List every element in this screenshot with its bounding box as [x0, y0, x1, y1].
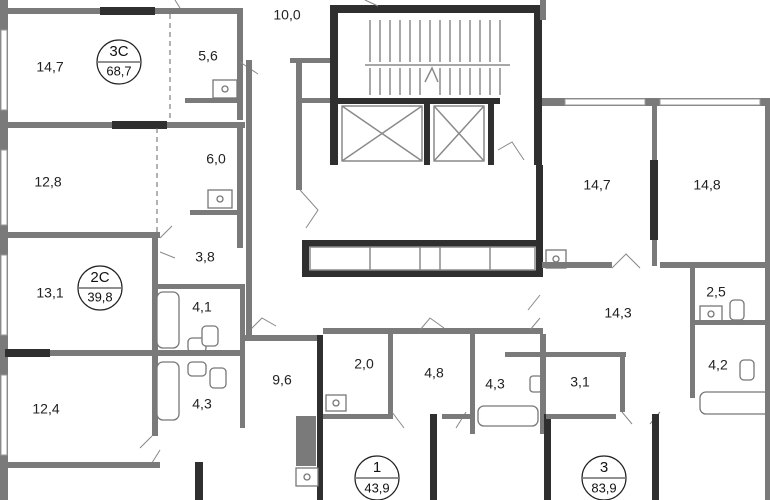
apartment-total-area: 83,9: [591, 480, 616, 495]
room-area-label: 9,6: [272, 372, 292, 388]
room-area-label: 4,3: [485, 376, 505, 392]
apartment-3c-walls: [0, 7, 259, 129]
room-area-label: 3,8: [195, 249, 215, 265]
room-labels: 14,7 5,6 10,0 6,0 12,8 3,8 13,1 4,1 4,3 …: [32, 7, 728, 417]
apartment-badge-1: 1 43,9: [354, 455, 400, 500]
apartment-type: 3: [600, 459, 608, 476]
room-area-label: 4,1: [192, 299, 212, 315]
left-facade: [0, 0, 8, 500]
apartment-type: 3С: [109, 43, 128, 60]
room-area-label: 14,8: [693, 177, 720, 193]
room-area-label: 12,4: [32, 401, 59, 417]
apartment-2c-walls: [0, 128, 245, 357]
room-area-label: 2,5: [706, 284, 726, 300]
apartment-type: 1: [373, 459, 381, 476]
apartment-total-area: 68,7: [106, 63, 131, 78]
apartment-badge-3c: 3С 68,7: [96, 39, 142, 85]
apartment-1-walls: [323, 317, 546, 500]
apartment-type: 2С: [90, 269, 109, 286]
room-area-label: 6,0: [206, 151, 226, 167]
core: [330, 5, 542, 165]
room-area-label: 4,2: [708, 357, 728, 373]
lower-left-walls: [0, 356, 245, 500]
room-area-label: 4,3: [192, 396, 212, 412]
apartment-badge-3: 3 83,9: [581, 455, 627, 500]
room-area-label: 3,1: [570, 374, 590, 390]
room-area-label: 5,6: [198, 48, 218, 64]
room-area-label: 14,3: [604, 305, 631, 321]
apartment-total-area: 39,8: [87, 289, 112, 304]
room-area-label: 12,8: [34, 174, 61, 190]
room-area-label: 10,0: [273, 7, 300, 23]
core-lower: [302, 165, 567, 277]
room-area-label: 14,7: [36, 59, 63, 75]
room-area-label: 4,8: [424, 365, 444, 381]
apartment-3-walls: [527, 98, 770, 500]
apartment-total-area: 43,9: [364, 480, 389, 495]
apartment-badge-2c: 2С 39,8: [77, 265, 123, 311]
top-misc: [174, 0, 546, 103]
room-area-label: 14,7: [583, 177, 610, 193]
room-area-label: 13,1: [36, 285, 63, 301]
room-area-label: 2,0: [354, 356, 374, 372]
corridor-walls: [245, 60, 323, 500]
